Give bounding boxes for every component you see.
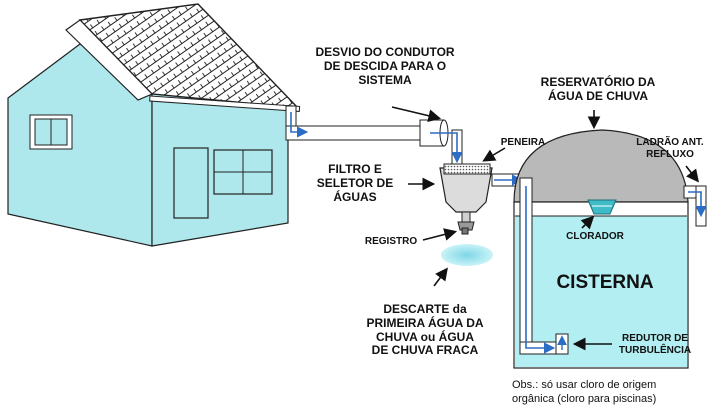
cistern — [513, 129, 707, 369]
label-cisterna: CISTERNA — [556, 272, 654, 293]
arrow-registro — [422, 228, 458, 241]
house-door — [173, 147, 209, 219]
chlorinator-icon — [587, 199, 617, 215]
arrow-peneira — [482, 147, 506, 162]
observation-note: Obs.: só usar cloro de origem orgânica (… — [512, 379, 657, 405]
reservoir-dome — [513, 129, 689, 203]
pointer-arrows — [391, 106, 699, 351]
discard-puddle — [441, 244, 493, 266]
label-clorador: CLORADOR — [566, 231, 624, 242]
house — [7, 3, 301, 247]
label-ladrao: LADRÃO ANT. REFLUXO — [636, 137, 704, 160]
label-filtro: FILTRO E SELETOR DE ÁGUAS — [316, 162, 394, 204]
diversion-pipe — [285, 105, 463, 167]
label-reservatorio: RESERVATÓRIO DA ÁGUA DE CHUVA — [540, 75, 656, 103]
label-redutor: REDUTOR DE TURBULÊNCIA — [618, 333, 692, 356]
arrow-descarte — [433, 267, 448, 287]
roof-gutter — [149, 95, 301, 112]
label-registro: REGISTRO — [364, 236, 418, 247]
arrow-desvio — [391, 106, 442, 122]
label-desvio: DESVIO DO CONDUTOR DE DESCIDA PARA O SIS… — [315, 45, 455, 87]
label-descarte: DESCARTE da PRIMEIRA ÁGUA DA CHUVA ou ÁG… — [366, 302, 484, 358]
arrow-clorador — [580, 215, 595, 230]
arrow-ladrao — [685, 165, 699, 183]
label-peneira: PENEIRA — [500, 137, 546, 148]
